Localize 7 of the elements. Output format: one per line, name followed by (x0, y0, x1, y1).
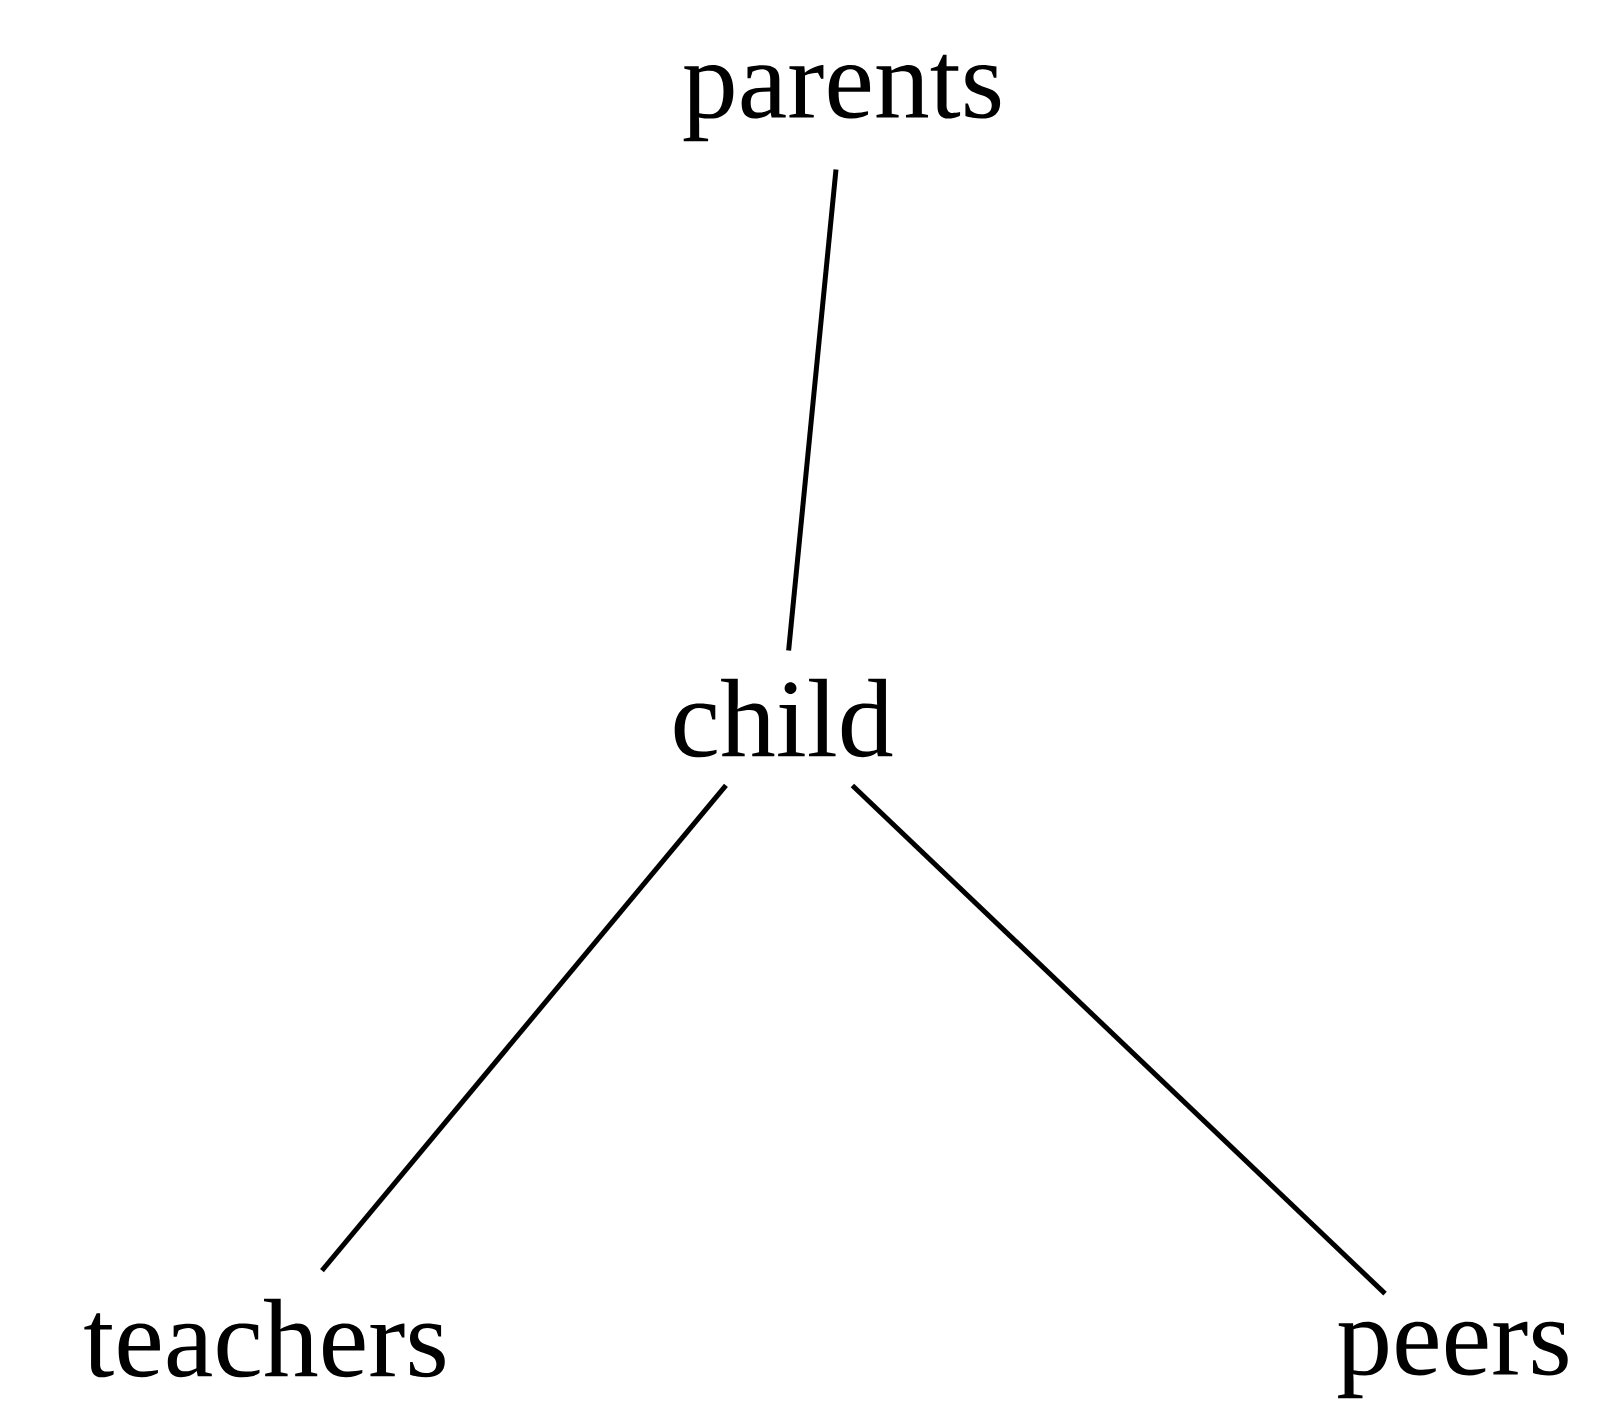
connector-line (786, 169, 839, 651)
node-label: child (674, 678, 893, 758)
node-label: peers (1338, 1321, 1568, 1399)
node-label: teachers (84, 1298, 445, 1378)
connector-line (320, 783, 728, 1273)
connector-line (850, 783, 1387, 1296)
node-label: parents (683, 54, 1001, 142)
